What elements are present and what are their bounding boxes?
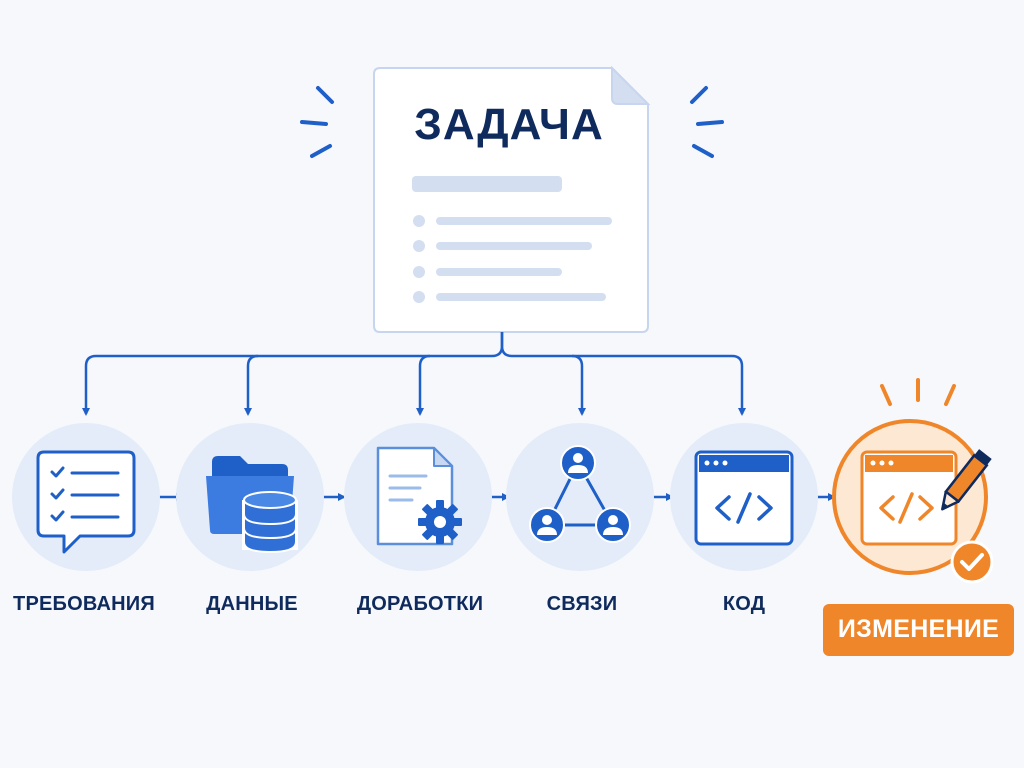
step-label-code: КОД bbox=[722, 593, 766, 615]
subtitle-placeholder bbox=[412, 176, 562, 192]
network-users-icon bbox=[529, 445, 631, 543]
attention-sparks-left-icon bbox=[300, 86, 334, 158]
step-links bbox=[506, 423, 654, 571]
step-requirements bbox=[12, 423, 160, 571]
step-label-requirements: ТРЕБОВАНИЯ bbox=[13, 593, 155, 615]
step-code bbox=[670, 423, 818, 571]
step-label-links: СВЯЗИ bbox=[546, 593, 618, 615]
page-fold-icon bbox=[611, 65, 651, 105]
folder-database-icon bbox=[206, 456, 298, 554]
document-gear-icon bbox=[376, 446, 462, 546]
code-window-pencil-check-icon bbox=[860, 449, 994, 584]
step-change bbox=[832, 378, 994, 584]
highlight-sparks-icon bbox=[880, 378, 956, 406]
checkmark-badge-icon bbox=[950, 540, 994, 584]
step-label-improvements: ДОРАБОТКИ bbox=[356, 593, 484, 615]
step-label-change: ИЗМЕНЕНИЕ bbox=[823, 604, 1014, 656]
task-title: ЗАДАЧА bbox=[414, 100, 604, 149]
step-label-data: ДАННЫЕ bbox=[206, 593, 298, 615]
branch-connectors bbox=[82, 332, 746, 416]
step-data bbox=[176, 423, 324, 571]
attention-sparks-right-icon bbox=[690, 86, 724, 158]
step-improvements bbox=[344, 423, 492, 571]
task-document bbox=[373, 65, 651, 333]
code-window-icon bbox=[694, 450, 794, 546]
chat-checklist-icon bbox=[36, 450, 136, 554]
bullet-list-placeholder bbox=[413, 215, 612, 303]
